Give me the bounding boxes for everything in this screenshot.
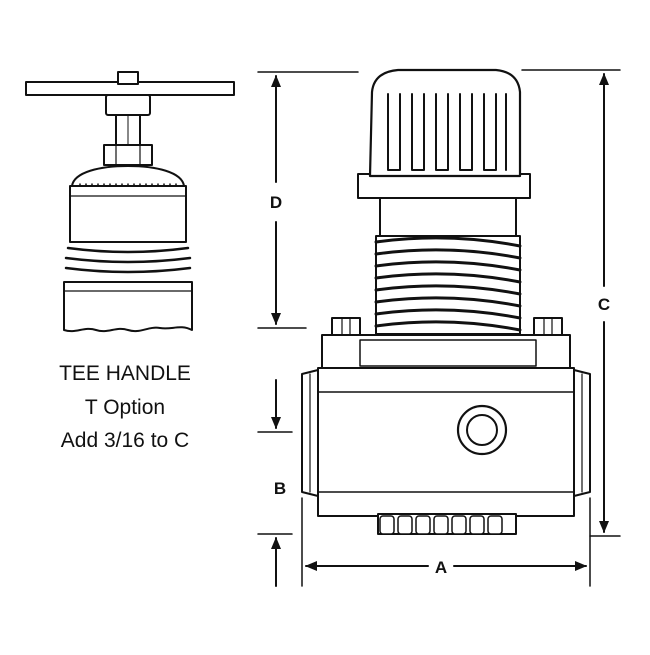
dimension-d: D [257, 71, 359, 329]
bottom-fittings [379, 515, 503, 535]
dimension-b: B [257, 379, 293, 587]
caption-line-1: TEE HANDLE [59, 362, 191, 385]
tee-bonnet-body [69, 185, 187, 243]
dimension-c: C [521, 69, 621, 537]
tee-thread-ring [64, 256, 192, 264]
dimension-a: A [301, 497, 591, 587]
body-block [317, 367, 575, 517]
tee-nut [103, 144, 153, 166]
dimension-c-label: C [598, 295, 610, 314]
tee-boss [117, 71, 139, 85]
dimension-a-label: A [435, 558, 447, 577]
regulator-body [301, 68, 591, 535]
bonnet-thread-lines [374, 236, 522, 332]
bonnet-tube [379, 197, 517, 239]
gauge-port-outer [456, 404, 508, 456]
tee-bonnet-dome [71, 165, 185, 187]
hex-nut-right [533, 317, 563, 337]
tee-handle-detail [25, 71, 235, 333]
hex-nut-left [331, 317, 361, 337]
plate-inner [359, 339, 537, 367]
knob-ribs [387, 93, 507, 171]
tee-thread-ring [66, 246, 190, 254]
tee-thread-ring [64, 266, 192, 274]
tee-lower-body [63, 281, 193, 333]
gauge-port-inner [466, 414, 498, 446]
tee-hub [105, 94, 151, 116]
dimension-d-label: D [270, 193, 282, 212]
tee-handle-caption: TEE HANDLE T Option Add 3/16 to C [59, 362, 191, 452]
adjustment-knob [368, 68, 522, 178]
knob-skirt [357, 173, 531, 199]
caption-line-2: T Option [85, 396, 165, 419]
dimension-b-label: B [274, 479, 286, 498]
caption-line-3: Add 3/16 to C [61, 429, 189, 452]
